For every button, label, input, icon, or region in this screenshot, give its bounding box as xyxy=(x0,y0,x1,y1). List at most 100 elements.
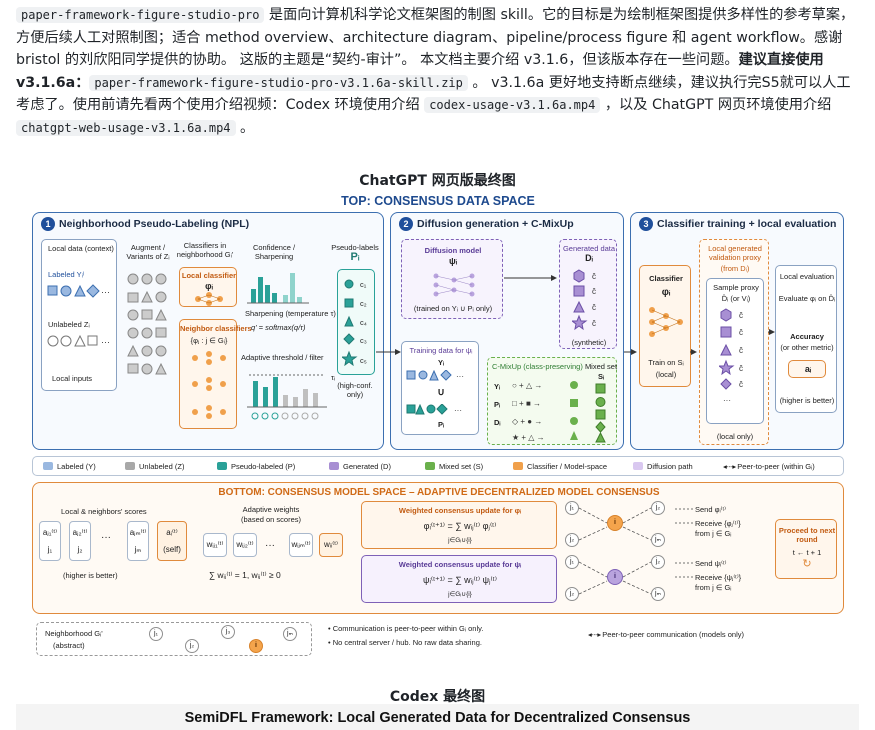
augment-grid xyxy=(127,273,167,375)
pseudo-labels-label: Pseudo-labels xyxy=(331,243,379,252)
score-card-jm: aⱼₘ⁽ᵗ⁾jₘ xyxy=(127,521,149,561)
augment-label: Augment / Variants of Zᵢ xyxy=(126,243,170,261)
pseudo-labels-symbol: Pᵢ xyxy=(350,251,360,263)
svg-text:□ + ■ →: □ + ■ → xyxy=(512,399,541,408)
neighbor-classifiers-box: Neighbor classifiers {φⱼ : j ∈ Gᵢ} xyxy=(179,319,252,429)
labeled-shapes: ··· xyxy=(47,284,110,298)
local-classifier-label: Local classifier xyxy=(181,271,237,280)
local-eval-label: Local evaluation xyxy=(779,272,835,281)
node-j2-bottom: j₂ xyxy=(651,555,665,569)
train-on-label: Train on Sᵢ xyxy=(648,358,684,367)
accuracy-symbol: aᵢ xyxy=(804,364,812,374)
generated-d-symbol: Dᵢ xyxy=(585,253,593,263)
update-psi-title: Weighted consensus update for ψᵢ xyxy=(398,560,522,569)
diffusion-trained-on: (trained on Yᵢ ∪ Pᵢ only) xyxy=(413,304,493,313)
training-y-symbol: Yᵢ xyxy=(437,358,445,367)
neighbor-network-icons xyxy=(192,351,226,419)
footnote-node-i: i xyxy=(249,639,263,653)
inline-code-skill-name: paper-framework-figure-studio-pro xyxy=(16,7,265,23)
diffusion-model-label: Diffusion model xyxy=(424,246,482,255)
legend-generated: Generated (D) xyxy=(329,462,391,471)
svg-text:···: ··· xyxy=(723,396,731,405)
svg-text:ĉ: ĉ xyxy=(739,380,743,389)
accuracy-score-box: aᵢ xyxy=(788,360,826,378)
receive-psi-from: from j ∈ Gᵢ xyxy=(695,583,732,592)
unlabeled-shapes: ··· xyxy=(47,334,110,347)
evaluate-label: Evaluate φᵢ on D̂ᵢ xyxy=(778,294,836,303)
local-network-icon xyxy=(195,292,223,306)
sharpening-histogram xyxy=(247,273,309,304)
update-psi-box: Weighted consensus update for ψᵢ ψᵢ⁽ᵗ⁺¹⁾… xyxy=(361,555,557,603)
update-phi-box: Weighted consensus update for φᵢ φᵢ⁽ᵗ⁺¹⁾… xyxy=(361,501,557,549)
intro-text-3: ，以及 ChatGPT 网页环境使用介绍 xyxy=(600,97,832,114)
send-receive-arrows xyxy=(675,508,693,578)
weights-subtitle: (based on scores) xyxy=(240,515,302,524)
peer-graph-edges xyxy=(578,507,652,595)
mixed-set-label: Mixed set xyxy=(584,362,618,371)
classifier-label: Classifier xyxy=(649,274,683,283)
training-data-box: Training data for ψᵢ Yᵢ ··· ∪ ··· Pᵢ xyxy=(401,341,479,435)
weight-card-j2: wᵢⱼ₂⁽ᵗ⁾ xyxy=(233,533,257,557)
sharpening-label: Sharpening (temperature τ) xyxy=(245,309,336,318)
bottom-consensus-panel: BOTTOM: CONSENSUS MODEL SPACE – ADAPTIVE… xyxy=(32,482,844,614)
node-jm-bottom: jₘ xyxy=(651,587,665,601)
top-flow-arrows xyxy=(376,275,775,355)
node-j1-bottom: j₁ xyxy=(565,555,579,569)
footnote-node-j1: j₁ xyxy=(149,627,163,641)
local-phi: φᵢ xyxy=(205,281,213,291)
mixed-s-symbol: Sᵢ xyxy=(597,372,605,381)
codex-figure-title: SemiDFL Framework: Local Generated Data … xyxy=(184,710,691,726)
svg-text:···: ··· xyxy=(101,337,110,347)
svg-text:c₂: c₂ xyxy=(360,299,367,308)
codex-figure-strip xyxy=(16,704,859,730)
intro-text-4: 。 xyxy=(235,119,255,136)
update-phi-equation: φᵢ⁽ᵗ⁺¹⁾ = ∑ wᵢⱼ⁽ᵗ⁾ φⱼ⁽ᵗ⁾ xyxy=(423,521,497,531)
send-psi-label: Send ψᵢ⁽ᵗ⁾ xyxy=(695,559,727,568)
diffusion-net-icon xyxy=(433,273,475,297)
footnote-node-j3: j₃ xyxy=(221,625,235,639)
node-j2-top-left: j₂ xyxy=(565,533,579,547)
pseudo-label-shapes: c₁ c₂ c₄ c₃ c₅ xyxy=(342,279,367,367)
legend-unlabeled: Unlabeled (Z) xyxy=(125,462,184,471)
mixed-set-shapes xyxy=(595,383,606,443)
proceed-box: Proceed to next round t ← t + 1 ↻ xyxy=(775,519,837,579)
update-psi-sum-index: j∈Gᵢ∪{i} xyxy=(448,591,472,598)
diffusion-model-box: Diffusion model ψᵢ (trained on Yᵢ ∪ Pᵢ o… xyxy=(401,239,503,319)
proceed-label: Proceed to next round xyxy=(778,526,836,544)
cmixup-label: C-MixUp (class-preserving) xyxy=(492,362,583,371)
svg-text:ĉ: ĉ xyxy=(592,319,596,328)
send-phi-label: Send φᵢ⁽ᵗ⁾ xyxy=(695,505,726,514)
svg-text:···: ··· xyxy=(454,406,462,415)
footnote-p2p-label: ◂- - -▸ Peer-to-peer communication (mode… xyxy=(588,630,745,639)
svg-text:ĉ: ĉ xyxy=(739,364,743,373)
round-label: t ← t + 1 xyxy=(792,548,822,557)
neighborhood-box: Neighborhood Gᵢ' (abstract) j₁ j₂ j₃ i j… xyxy=(36,622,312,656)
training-data-label: Training data for ψᵢ xyxy=(409,346,473,355)
svg-text:ĉ: ĉ xyxy=(739,328,743,337)
neighborhood-abstract: (abstract) xyxy=(53,641,85,650)
svg-text:ĉ: ĉ xyxy=(739,346,743,355)
chatgpt-figure-caption: ChatGPT 网页版最终图 xyxy=(359,173,516,189)
unlabeled-label: Unlabeled Zᵢ xyxy=(48,320,90,329)
d-hat-label: D̂ᵢ (or Vᵢ) xyxy=(721,294,751,303)
cmixup-row-d: Dᵢ xyxy=(494,418,501,427)
figure-footnote: Neighborhood Gᵢ' (abstract) j₁ j₂ j₃ i j… xyxy=(32,618,844,660)
legend-mixed-set: Mixed set (S) xyxy=(425,462,483,471)
weights-title: Adaptive weights xyxy=(242,505,300,514)
sample-proxy-label: Sample proxy xyxy=(713,283,759,292)
score-dots: ··· xyxy=(101,532,111,543)
bottom-section-title: BOTTOM: CONSENSUS MODEL SPACE – ADAPTIVE… xyxy=(218,487,660,498)
update-phi-sum-index: j∈Gᵢ∪{i} xyxy=(448,537,472,544)
legend: Labeled (Y) Unlabeled (Z) Pseudo-labeled… xyxy=(32,456,844,476)
cmixup-box: C-MixUp (class-preserving) Mixed set Sᵢ … xyxy=(487,357,617,445)
weight-card-self: wᵢᵢ⁽ᵗ⁾ xyxy=(319,533,343,557)
node-i-bottom: i xyxy=(607,569,623,585)
validation-proxy-box: Local generated validation proxy (from D… xyxy=(699,239,769,445)
svg-text:★ + △ →: ★ + △ → xyxy=(512,433,545,442)
receive-psi-label: Receive {ψⱼ⁽ᵗ⁾} xyxy=(695,573,742,582)
generated-data-label: Generated data xyxy=(562,244,616,253)
